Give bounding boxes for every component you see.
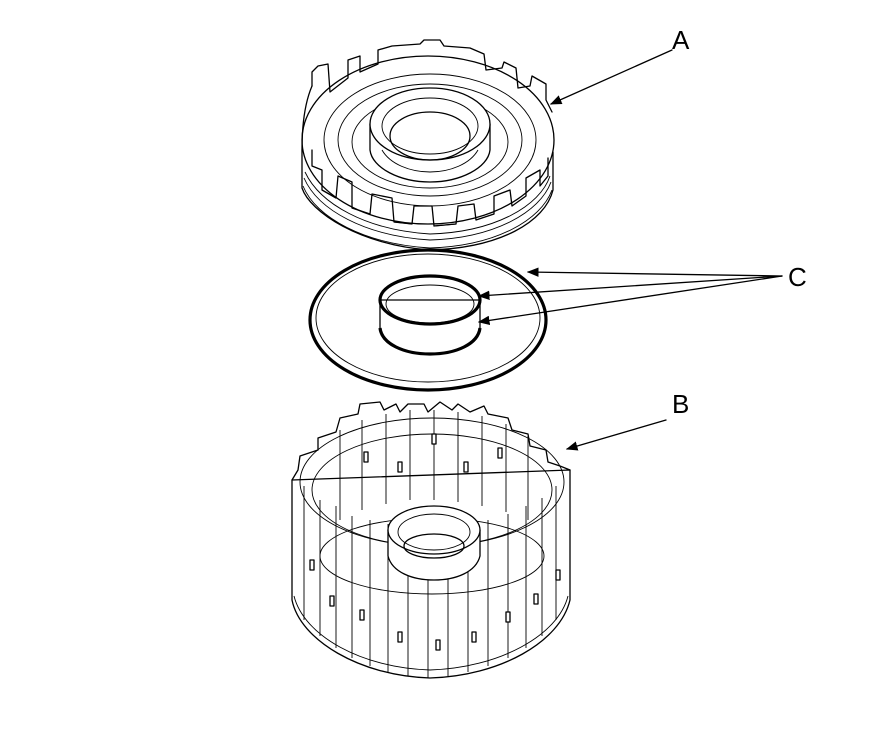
label-c: C: [788, 262, 807, 292]
large-seal-ring: [308, 248, 548, 392]
small-seal-ring: [378, 274, 482, 356]
part-a-drum: [301, 39, 555, 251]
callout-c: C: [477, 262, 807, 326]
callout-b: B: [565, 389, 689, 451]
callout-a: A: [549, 25, 690, 105]
part-b-drum: [291, 401, 571, 679]
label-b: B: [672, 389, 689, 419]
label-a: A: [672, 25, 690, 55]
part-c-seals: [308, 248, 548, 392]
